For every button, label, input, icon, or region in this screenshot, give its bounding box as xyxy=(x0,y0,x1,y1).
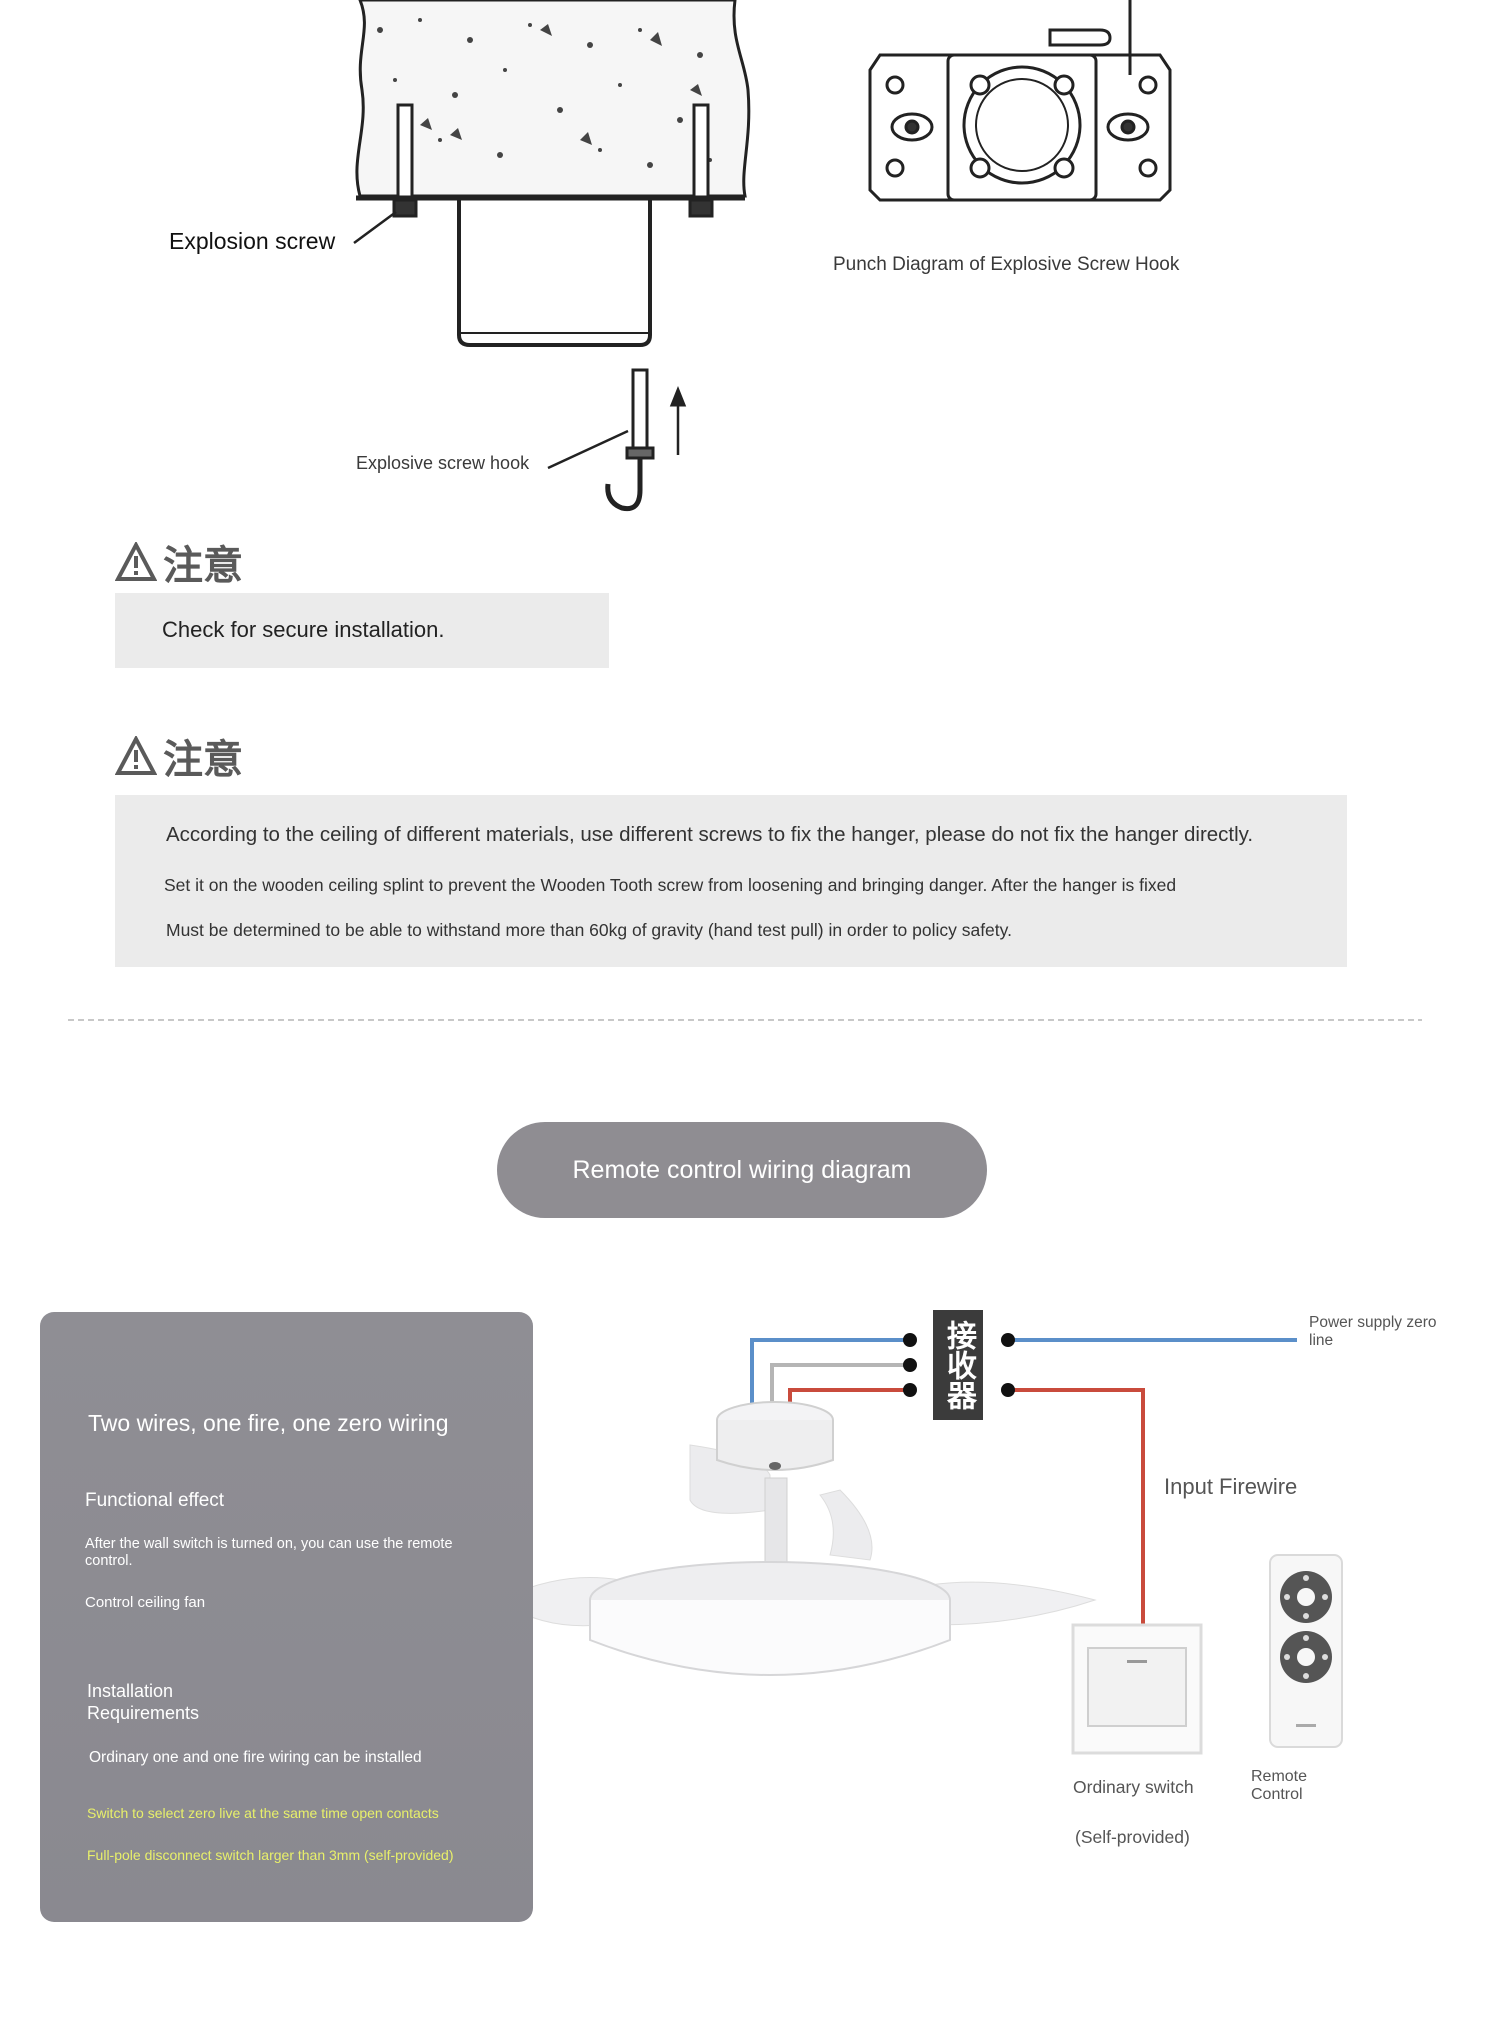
warning-line: Must be determined to be able to withsta… xyxy=(166,920,1012,940)
anchor-bolts xyxy=(392,103,714,218)
wiring-section-title: Remote control wiring diagram xyxy=(497,1122,987,1218)
warning-triangle-icon xyxy=(115,736,157,775)
punch-bracket-illustration xyxy=(868,0,1172,202)
wire-junction-dots xyxy=(903,1333,1015,1397)
panel-title: Two wires, one fire, one zero wiring xyxy=(88,1410,449,1436)
warning-note-1: Check for secure installation. xyxy=(115,593,609,668)
screw-hook-label: Explosive screw hook xyxy=(356,453,530,473)
concrete-ceiling xyxy=(355,0,751,198)
receiver-label: 接收器 xyxy=(941,1320,976,1410)
warning-line: Check for secure installation. xyxy=(162,617,445,642)
hook-pointer xyxy=(547,429,629,470)
switch-sublabel: (Self-provided) xyxy=(1075,1827,1190,1847)
functional-text: After the wall switch is turned on, you … xyxy=(85,1536,453,1569)
input-firewire-label: Input Firewire xyxy=(1164,1474,1298,1499)
install-text: Ordinary one and one fire wiring can be … xyxy=(89,1749,422,1766)
install-heading: Installation Requirements xyxy=(87,1681,200,1723)
functional-text-2: Control ceiling fan xyxy=(85,1594,206,1611)
explosion-screw-pointer xyxy=(353,210,397,245)
concrete-speckles xyxy=(377,18,712,168)
warning-line: According to the ceiling of different ma… xyxy=(166,823,1254,846)
warning-heading-2: 注意 xyxy=(115,727,243,785)
wiring-info-panel: Two wires, one fire, one zero wiring Fun… xyxy=(40,1312,533,1922)
receiver-box xyxy=(933,1310,983,1420)
switch-label: Ordinary switch xyxy=(1073,1777,1194,1797)
power-supply-label: Power supply zero line xyxy=(1309,1314,1437,1349)
warning-triangle-icon xyxy=(115,542,157,581)
warning-note-2: According to the ceiling of different ma… xyxy=(115,795,1347,967)
explosion-screw-label: Explosion screw xyxy=(169,228,336,254)
highlight-requirement-2: Full-pole disconnect switch larger than … xyxy=(87,1847,454,1863)
warning-line: Set it on the wooden ceiling splint to p… xyxy=(164,875,1177,895)
warning-heading-1: 注意 xyxy=(115,533,243,591)
warning-heading-text: 注意 xyxy=(163,737,243,783)
screw-hook-illustration xyxy=(605,368,687,512)
wall-switch-illustration xyxy=(1071,1623,1203,1755)
functional-heading: Functional effect xyxy=(85,1490,225,1511)
warning-heading-text: 注意 xyxy=(163,543,243,589)
ceiling-fan-illustration xyxy=(499,1401,1097,1676)
remote-label: Remote Control xyxy=(1251,1768,1308,1803)
punch-diagram-label: Punch Diagram of Explosive Screw Hook xyxy=(833,254,1180,275)
hanger-bracket xyxy=(457,198,652,347)
remote-control-illustration xyxy=(1269,1554,1343,1748)
highlight-requirement-1: Switch to select zero live at the same t… xyxy=(87,1805,439,1821)
